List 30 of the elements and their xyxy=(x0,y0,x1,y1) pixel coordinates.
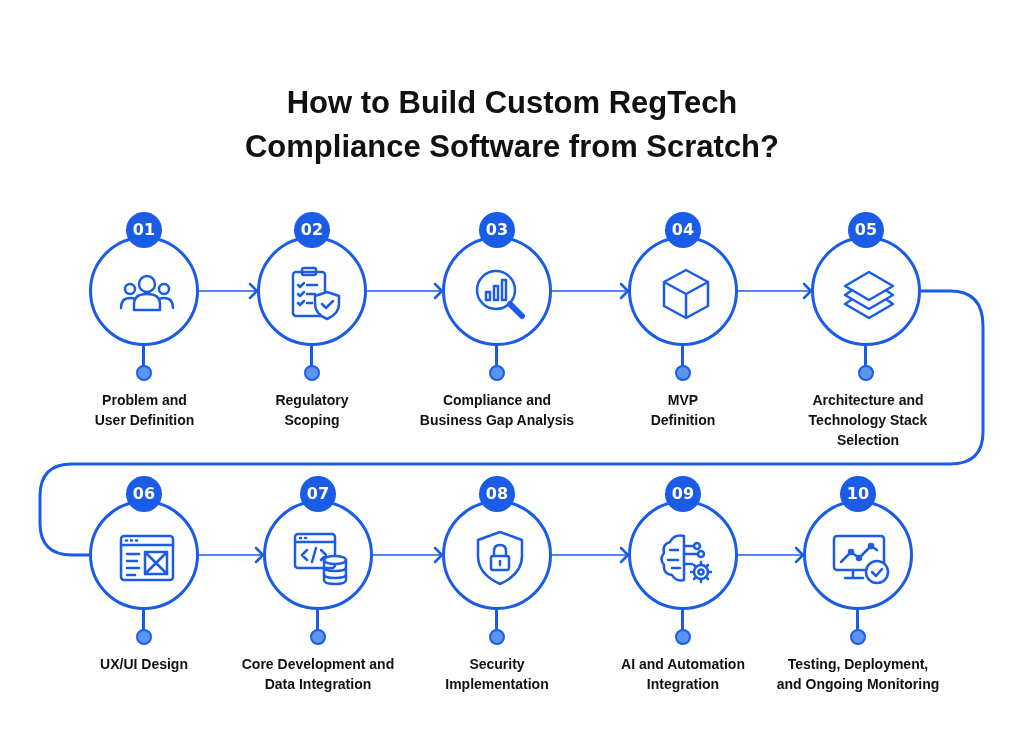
step-number-badge: 08 xyxy=(479,476,515,512)
step-label: Architecture and Technology Stack Selection xyxy=(807,391,929,450)
chevron-arrow xyxy=(366,282,444,300)
step-label: UX/UI Design xyxy=(99,655,189,674)
step-number-badge: 02 xyxy=(294,212,330,248)
chevron-arrow xyxy=(551,282,630,300)
step-label: Security Implementation xyxy=(444,655,550,694)
chevron-arrow xyxy=(198,282,259,300)
step-label: Problem and User Definition xyxy=(93,391,196,430)
step-number-badge: 03 xyxy=(479,212,515,248)
chevron-arrow xyxy=(198,546,265,564)
step-label: AI and Automation Integration xyxy=(620,655,746,694)
step-number-badge: 10 xyxy=(840,476,876,512)
chevron-arrow xyxy=(737,282,813,300)
title: How to Build Custom RegTech Compliance Software from Scratch? xyxy=(244,84,780,166)
step-label: Compliance and Business Gap Analysis xyxy=(418,391,576,430)
chevron-arrow xyxy=(737,546,805,564)
step-number-badge: 09 xyxy=(665,476,701,512)
step-number-badge: 07 xyxy=(300,476,336,512)
step-number-badge: 05 xyxy=(848,212,884,248)
step-label: Testing, Deployment, and Ongoing Monitoring xyxy=(775,655,941,694)
chevron-arrow xyxy=(551,546,630,564)
connector-line xyxy=(38,289,985,557)
step-number-badge: 04 xyxy=(665,212,701,248)
step-number-badge: 01 xyxy=(126,212,162,248)
step-label: Regulatory Scoping xyxy=(274,391,350,430)
step-number-badge: 06 xyxy=(126,476,162,512)
step-label: MVP Definition xyxy=(649,391,717,430)
chevron-arrow xyxy=(372,546,444,564)
step-label: Core Development and Data Integration xyxy=(240,655,396,694)
